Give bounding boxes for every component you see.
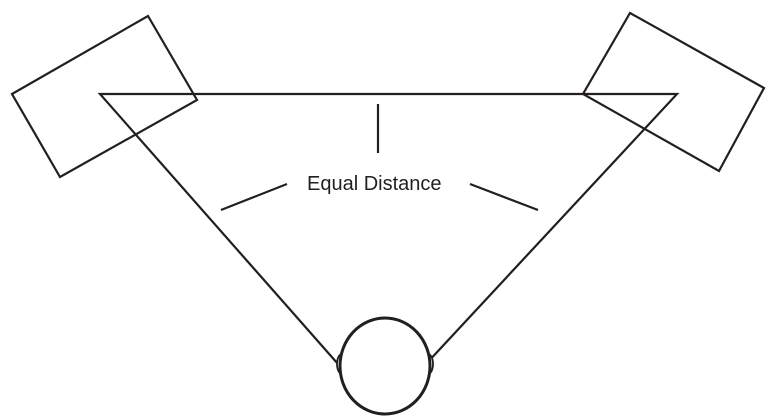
left-speaker [10, 14, 199, 179]
listener-head [338, 316, 432, 416]
equal-distance-label: Equal Distance [307, 173, 442, 195]
right-distance-marker [469, 182, 539, 212]
right-speaker [581, 11, 766, 173]
left-distance-marker [220, 182, 288, 212]
